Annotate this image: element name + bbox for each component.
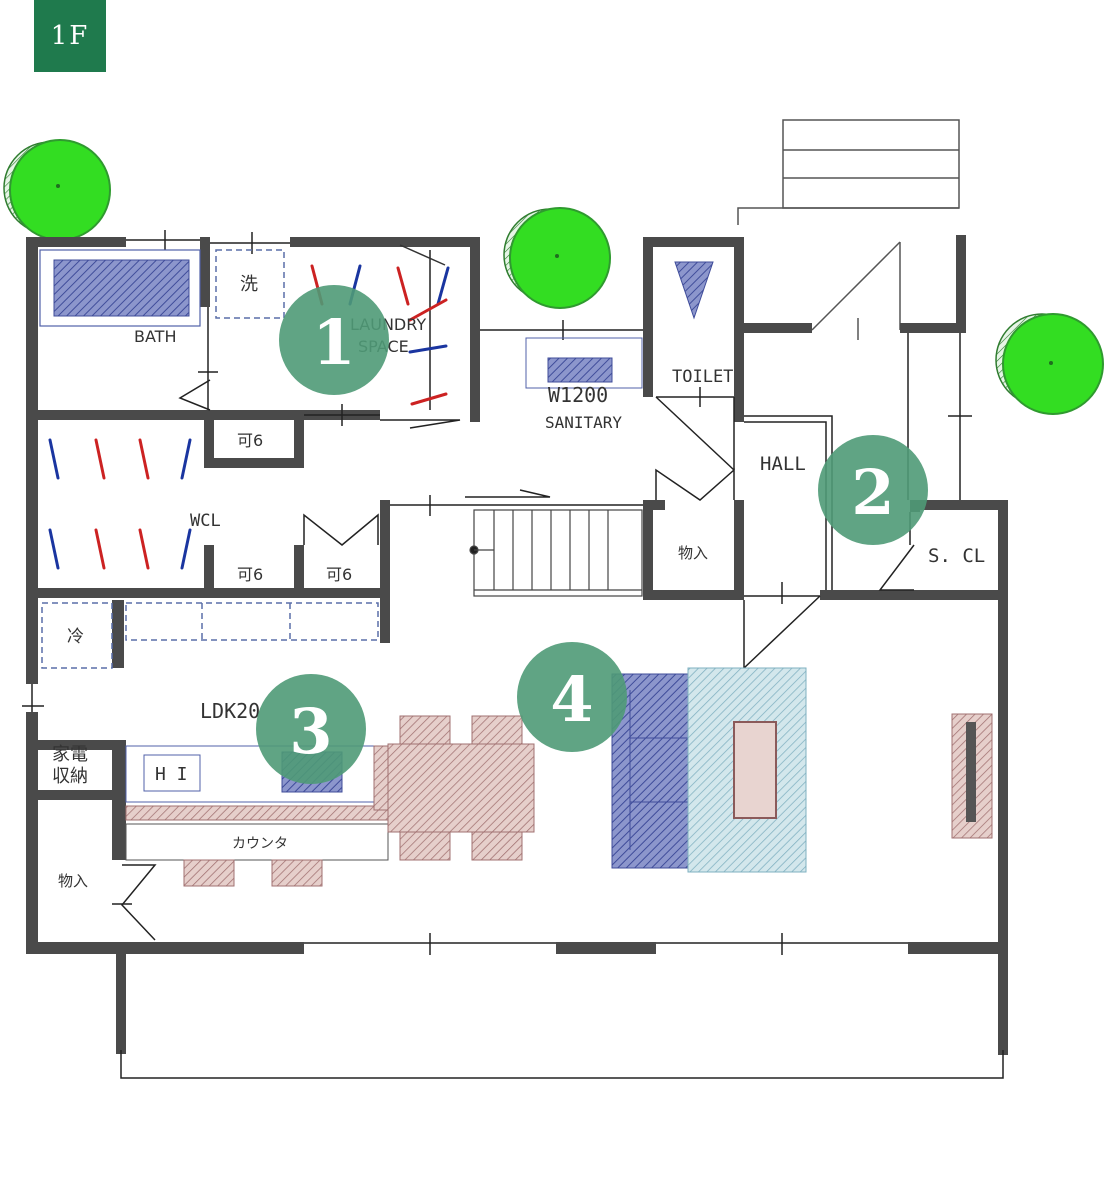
sink <box>525 337 643 389</box>
sanitary-width-label: W1200 <box>548 383 608 407</box>
storage-small-3: 可6 <box>326 565 352 584</box>
hi-label: H I <box>155 764 188 785</box>
ldk-label: LDK20 <box>200 699 260 723</box>
marker-4[interactable]: 4 <box>517 642 627 752</box>
storage-hall-label: 物入 <box>678 544 708 562</box>
stairs <box>469 509 643 597</box>
bath-label: BATH <box>134 327 176 346</box>
hangers <box>48 264 450 570</box>
bathtub <box>39 249 201 327</box>
tree-icon <box>3 139 111 241</box>
storage-small-1: 可6 <box>237 431 263 450</box>
tree-icon <box>503 207 611 309</box>
marker-2[interactable]: 2 <box>818 435 928 545</box>
openings <box>22 230 1004 1079</box>
kitchen-counter <box>125 745 389 861</box>
marker-3[interactable]: 3 <box>256 674 366 784</box>
marker-1-number: 1 <box>312 306 355 379</box>
marker-4-number: 4 <box>550 663 593 736</box>
sofa <box>611 673 701 869</box>
appliance-label-1: 家電 <box>52 744 88 765</box>
marker-3-number: 3 <box>289 695 332 768</box>
marker-2-number: 2 <box>851 456 894 529</box>
tv-board <box>951 713 993 839</box>
bar-stools <box>183 859 323 887</box>
storage-kitchen-label: 物入 <box>58 872 88 890</box>
floor-badge: 1F <box>34 0 106 72</box>
counter-label: カウンタ <box>232 836 288 852</box>
storage-small-2: 可6 <box>237 565 263 584</box>
entrance-steps <box>737 119 960 340</box>
sanitary-label: SANITARY <box>545 413 622 432</box>
washer-label: 洗 <box>240 274 258 295</box>
fridge-label: 冷 <box>67 627 84 647</box>
marker-1[interactable]: 1 <box>279 285 389 395</box>
rug <box>687 667 807 873</box>
tree-icon <box>995 313 1104 415</box>
walls <box>26 235 1008 1055</box>
closet-label: S. CL <box>928 545 985 567</box>
wcl-label: WCL <box>190 511 221 531</box>
appliance-label-2: 収納 <box>52 766 88 787</box>
hall-label: HALL <box>760 453 806 475</box>
toilet-icon <box>674 261 714 320</box>
dining-table <box>387 715 535 861</box>
toilet-label: TOILET <box>672 367 733 387</box>
